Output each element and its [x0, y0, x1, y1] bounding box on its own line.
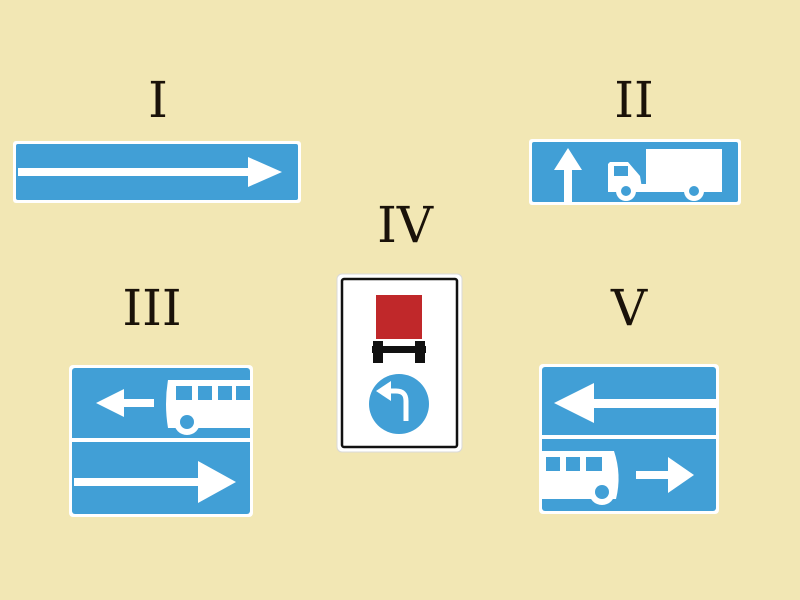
arrow-right-icon	[636, 457, 694, 493]
sign-IV	[336, 273, 463, 453]
red-cargo-truck-icon	[372, 295, 426, 363]
arrow-up-icon	[554, 148, 582, 204]
sign-V	[538, 363, 720, 515]
arrow-right-icon	[74, 461, 236, 503]
sign-II	[528, 138, 742, 206]
truck-icon	[608, 149, 722, 201]
bus-icon	[166, 380, 250, 435]
bus-icon	[542, 451, 619, 505]
label-IV: IV	[377, 196, 433, 254]
arrow-left-icon	[554, 383, 716, 423]
sign-III	[68, 364, 254, 518]
label-I: I	[148, 71, 168, 129]
turn-left-arrow-icon	[369, 374, 429, 434]
label-III: III	[122, 279, 182, 337]
sign-I	[12, 140, 302, 204]
arrow-left-icon	[96, 389, 154, 417]
label-II: II	[614, 71, 654, 129]
label-V: V	[610, 279, 648, 337]
straight-arrow-right-icon	[18, 157, 282, 187]
